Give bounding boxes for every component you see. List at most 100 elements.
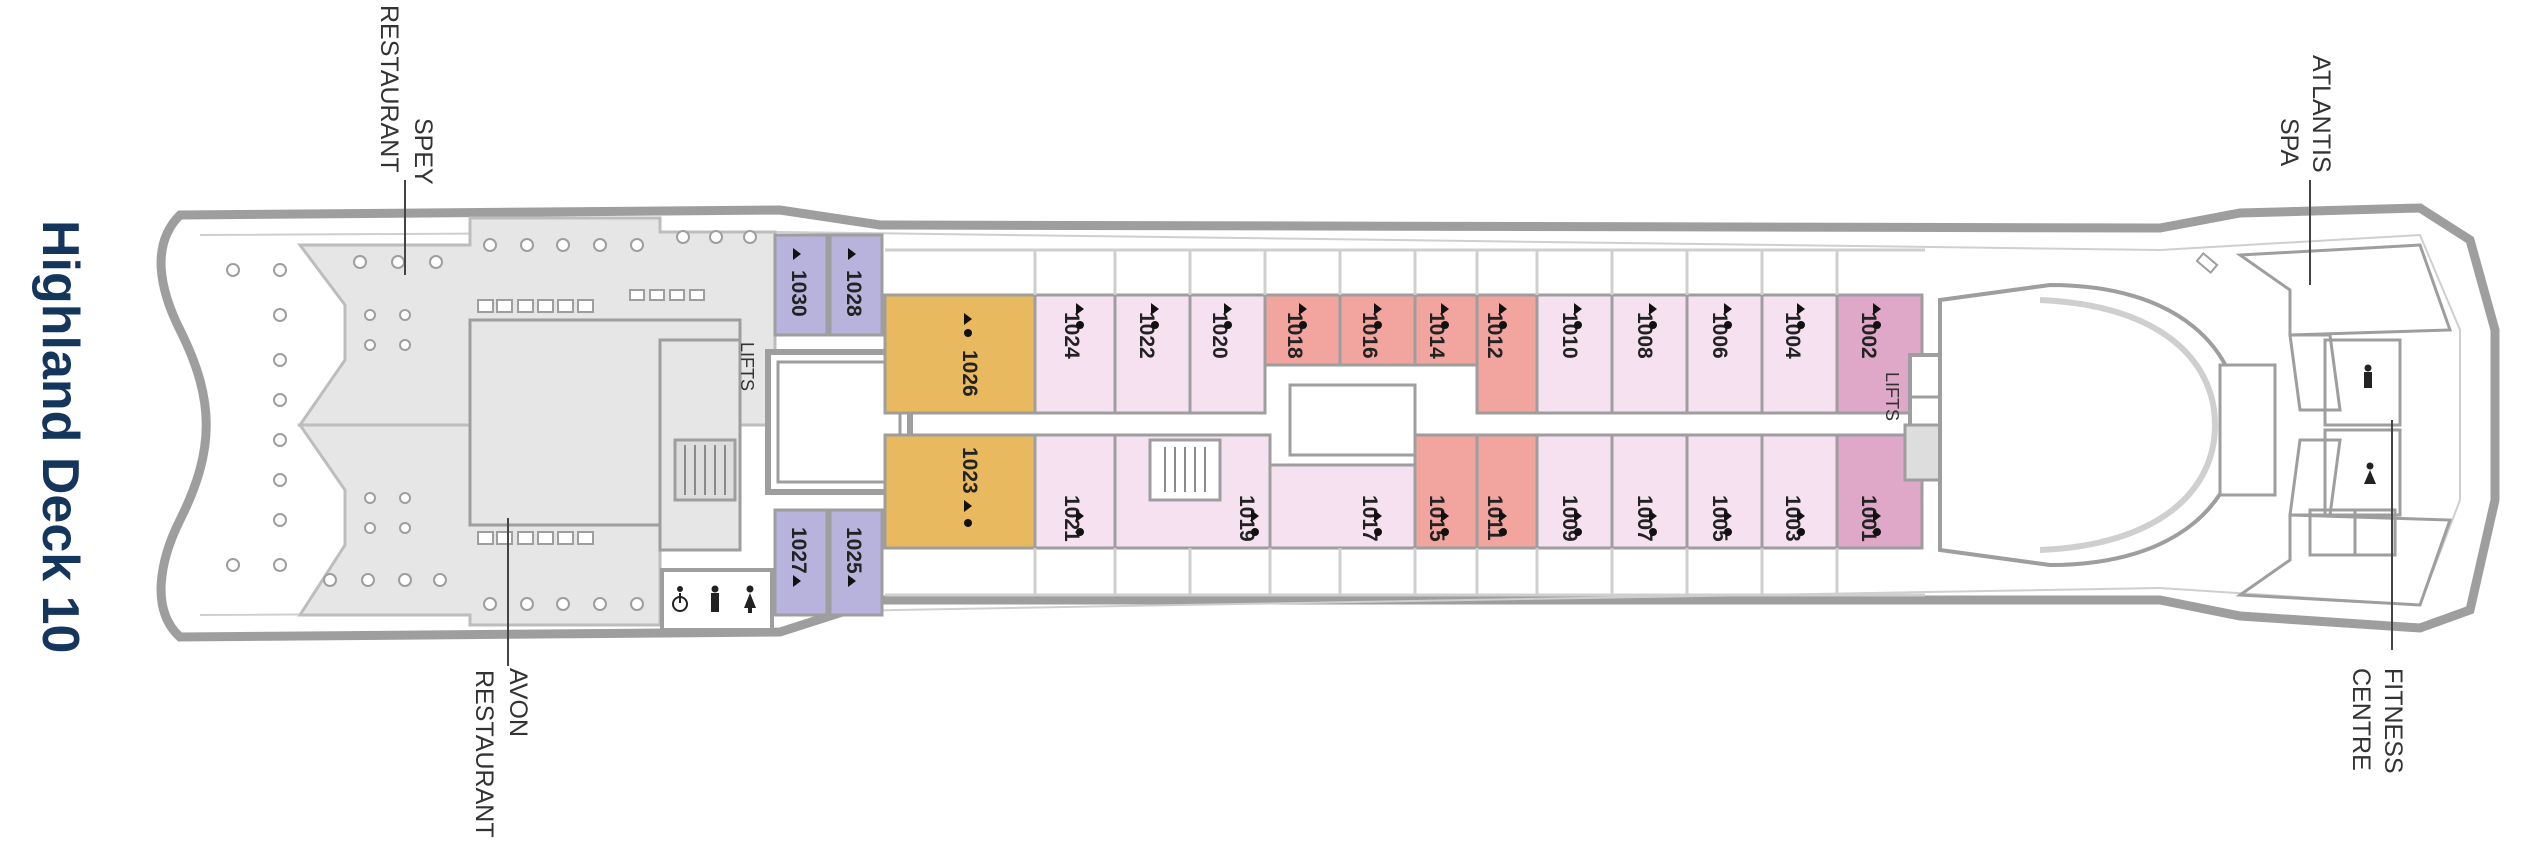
- dot-icon: [1797, 528, 1805, 536]
- triangle-icon: [964, 313, 972, 325]
- triangle-icon: [1151, 303, 1159, 315]
- cabin-1025-fill: [828, 508, 884, 617]
- fitness-centre-label: FITNESS CENTRE: [2347, 668, 2407, 774]
- cabin-1002: 1002: [1857, 312, 1880, 359]
- leader-lines: [404, 180, 2393, 666]
- dot-icon: [1499, 321, 1507, 329]
- top-cabin-row: [1033, 293, 1924, 415]
- triangle-icon: [1076, 510, 1084, 522]
- triangle-icon: [1649, 510, 1657, 522]
- triangle-icon: [1441, 510, 1449, 522]
- atlantis-spa-label: ATLANTIS SPA: [2275, 55, 2335, 173]
- fitness-label-line1: FITNESS: [2379, 668, 2407, 774]
- dot-icon: [964, 519, 972, 527]
- mid-stair-steps: [1164, 447, 1206, 492]
- triangle-icon: [1299, 303, 1307, 315]
- spa-hatch: [2195, 251, 2219, 275]
- theatre-outline: [1938, 282, 2243, 568]
- triangle-icon: [1224, 303, 1232, 315]
- triangle-icon: [1251, 510, 1259, 522]
- cabin-1027-fill: [773, 508, 829, 617]
- dot-icon: [1076, 321, 1084, 329]
- cabin-1028-fill: [828, 233, 884, 337]
- spa-area: [2235, 243, 2453, 427]
- male-icon: [2364, 364, 2372, 388]
- dot-icon: [1873, 528, 1881, 536]
- restaurant-tables: [226, 230, 757, 611]
- triangle-icon: [1374, 510, 1382, 522]
- forward-stair-steps: [684, 445, 726, 495]
- atlantis-label-line1: ATLANTIS: [2307, 55, 2335, 173]
- triangle-icon: [1076, 303, 1084, 315]
- accessible-icon: [672, 586, 688, 612]
- triangle-icon: [1499, 510, 1507, 522]
- triangle-icon: [964, 500, 972, 512]
- inner-hull-line: [199, 230, 2461, 616]
- spey-restaurant-label: SPEY RESTAURANT: [375, 5, 437, 185]
- cabin-1006: 1006: [1708, 312, 1731, 359]
- lifts-label-aft: LIFTS: [1882, 372, 1902, 421]
- restaurant-booths: [477, 289, 705, 545]
- cabin-1004: 1004: [1781, 312, 1804, 359]
- female-toilet-icon: [744, 585, 756, 613]
- cabin-1026-fill: [883, 293, 1037, 415]
- atlantis-label-line2: SPA: [2275, 118, 2303, 166]
- triangle-icon: [848, 248, 856, 260]
- balcony-lines: [885, 248, 1925, 597]
- cabin-1030-fill: [773, 233, 829, 337]
- dot-icon: [1574, 321, 1582, 329]
- dot-icon: [1374, 528, 1382, 536]
- lifts-label-forward: LIFTS: [737, 342, 757, 391]
- cabin-1025: 1025: [842, 527, 865, 574]
- female-icon: [2364, 462, 2376, 484]
- cabin-1022: 1022: [1135, 312, 1158, 359]
- dot-icon: [1151, 321, 1159, 329]
- triangle-icon: [1873, 303, 1881, 315]
- dot-icon: [1374, 321, 1382, 329]
- cabin-1008: 1008: [1633, 312, 1656, 359]
- cabin-symbols: [793, 248, 972, 587]
- dot-icon: [1251, 528, 1259, 536]
- cabin-1024: 1024: [1060, 312, 1083, 359]
- dot-icon: [1076, 528, 1084, 536]
- triangle-icon: [1574, 510, 1582, 522]
- cabin-1012: 1012: [1483, 312, 1506, 359]
- triangle-icon: [1873, 510, 1881, 522]
- triangle-icon: [793, 575, 801, 587]
- spey-label-line2: RESTAURANT: [375, 5, 403, 173]
- top-row-symbols: [1076, 303, 1881, 329]
- theatre-inner: [2039, 297, 2219, 553]
- deck-title: Highland Deck 10: [31, 220, 89, 654]
- dot-icon: [1574, 528, 1582, 536]
- cabin-1014: 1014: [1425, 312, 1448, 359]
- cabin-1030: 1030: [787, 270, 810, 317]
- cabin-1028: 1028: [842, 270, 865, 317]
- triangle-icon: [1797, 303, 1805, 315]
- cabin-1027: 1027: [787, 527, 810, 574]
- triangle-icon: [1374, 303, 1382, 315]
- dot-icon: [1724, 528, 1732, 536]
- triangle-icon: [1724, 303, 1732, 315]
- cabin-1018: 1018: [1283, 312, 1306, 359]
- dot-icon: [1797, 321, 1805, 329]
- triangle-icon: [1797, 510, 1805, 522]
- dot-icon: [1299, 321, 1307, 329]
- triangle-icon: [1441, 303, 1449, 315]
- avon-label-line2: RESTAURANT: [470, 670, 498, 838]
- avon-restaurant-label: AVON RESTAURANT: [470, 668, 532, 838]
- triangle-icon: [1574, 303, 1582, 315]
- triangle-icon: [848, 575, 856, 587]
- fitness-area: [2235, 428, 2453, 607]
- triangle-icon: [793, 248, 801, 260]
- dot-icon: [1441, 528, 1449, 536]
- triangle-icon: [1649, 303, 1657, 315]
- dot-icon: [1499, 528, 1507, 536]
- mid-service-block: [1288, 383, 1417, 457]
- cabin-1010: 1010: [1558, 312, 1581, 359]
- aft-corridor-box: [2218, 363, 2277, 497]
- cabin-1026: 1026: [958, 350, 981, 397]
- dot-icon: [1724, 321, 1732, 329]
- fitness-label-line2: CENTRE: [2347, 668, 2375, 771]
- dot-icon: [1649, 528, 1657, 536]
